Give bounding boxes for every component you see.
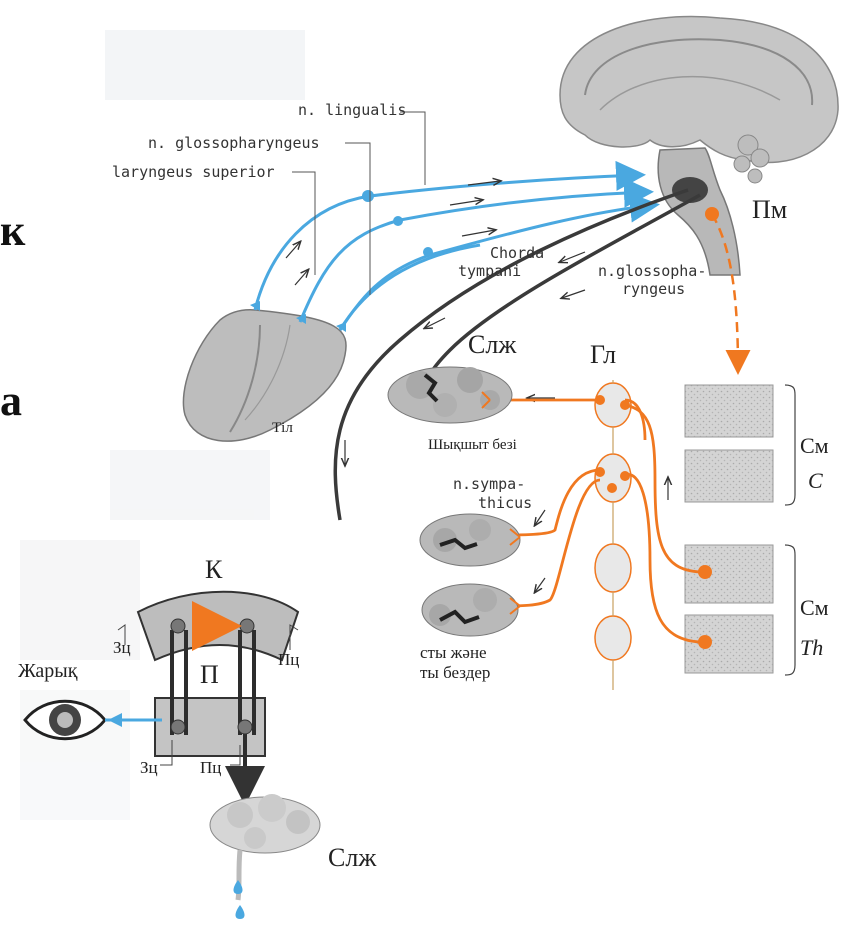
label-glands-b: ты бездер	[420, 663, 490, 683]
parotid-gland	[388, 367, 512, 423]
label-tympani: tympani	[458, 262, 521, 280]
label-glossopharyngeus: n. glossopharyngeus	[148, 134, 320, 152]
label-glosso2-b: ryngeus	[622, 280, 685, 298]
label-til: Тіл	[272, 420, 293, 437]
label-c: C	[808, 468, 823, 494]
label-symp-a: n.sympa-	[453, 475, 525, 493]
edge-fragment-top: к	[0, 205, 25, 256]
label-pm: Пм	[752, 195, 787, 225]
label-zharyk: Жарық	[18, 660, 77, 683]
label-shyk: Шықшыт безі	[428, 437, 517, 454]
efferent-dark-nerves	[335, 190, 700, 520]
label-lingualis: n. lingualis	[298, 101, 406, 119]
label-zc-top: Зц	[113, 638, 131, 658]
label-th: Th	[800, 635, 823, 661]
edge-fragment-bottom: а	[0, 375, 22, 426]
spinal-segments	[685, 385, 795, 675]
label-zc-bottom: Зц	[140, 758, 158, 778]
reflex-gland	[210, 794, 320, 900]
label-slzh-lower: Слж	[328, 843, 376, 873]
label-pc-top: Пц	[278, 650, 299, 670]
label-symp-b: thicus	[478, 494, 532, 512]
label-pc-bottom: Пц	[200, 758, 221, 778]
sublingual-gland	[422, 584, 518, 636]
ganglia-blue	[250, 190, 433, 332]
label-chorda: Chorda	[490, 244, 544, 262]
label-slzh-upper: Слж	[468, 330, 516, 360]
label-glosso2-a: n.glossopha-	[598, 262, 706, 280]
sympathetic-chain	[595, 380, 631, 690]
brain-section	[560, 17, 838, 275]
label-laryngeus: laryngeus superior	[112, 163, 275, 181]
label-p: П	[200, 660, 219, 690]
label-gl: Гл	[590, 340, 616, 370]
label-sm-thoracic: См	[800, 595, 829, 621]
nerve-glossopharyngeus	[300, 192, 648, 322]
submandibular-gland	[420, 514, 520, 566]
tongue	[183, 310, 346, 441]
label-sm-cervical: См	[800, 433, 829, 459]
label-k: К	[205, 555, 222, 585]
label-glands-a: сты және	[420, 643, 487, 663]
